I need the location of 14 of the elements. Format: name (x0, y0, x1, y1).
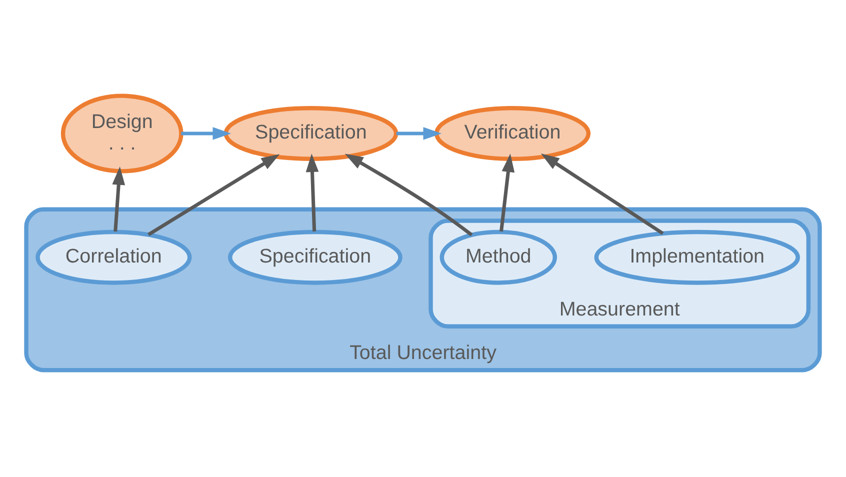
node-ellipse: Specification (224, 106, 398, 161)
arrow (181, 127, 232, 140)
arrow (306, 154, 319, 232)
node-ellipse: Method (440, 230, 558, 285)
arrow (112, 166, 126, 232)
node-ellipse: Verification (434, 106, 591, 161)
node-ellipse: Specification (228, 230, 402, 285)
arrow (396, 127, 442, 140)
node-ellipse: Correlation (36, 230, 192, 285)
node-ellipse: Design . . . (60, 94, 184, 174)
arrow (540, 154, 664, 235)
arrow (344, 154, 473, 236)
arrow (148, 154, 280, 236)
node-ellipse: Implementation (594, 230, 800, 285)
